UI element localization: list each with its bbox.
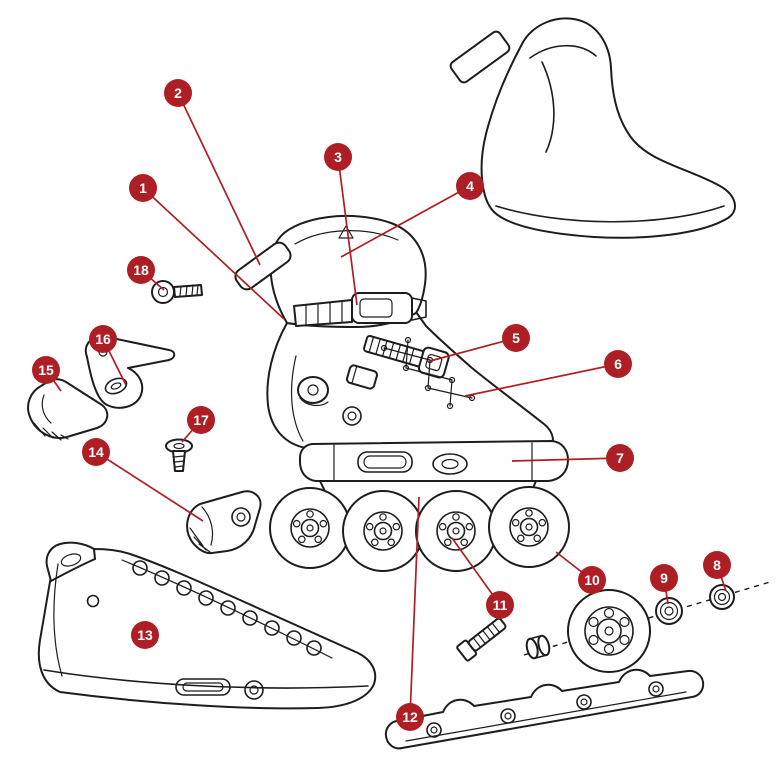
callout-badge-13: 13 — [131, 621, 159, 649]
callout-badge-18: 18 — [127, 256, 155, 284]
bearing-end-figure — [709, 584, 735, 610]
callout-line-14 — [95, 451, 204, 522]
callout-line-4 — [340, 185, 471, 258]
liner-figure — [449, 17, 736, 239]
brake-pad-figure — [27, 378, 109, 441]
callout-line-12 — [409, 496, 420, 718]
callout-badge-10: 10 — [578, 566, 606, 594]
laces — [380, 336, 476, 410]
callout-badge-1: 1 — [129, 174, 157, 202]
flathead-screw-figure — [151, 280, 203, 304]
callout-badge-3: 3 — [324, 143, 352, 171]
skate-figure — [234, 214, 570, 572]
liner-pull-strap — [449, 30, 511, 84]
brake-mount-figure — [186, 490, 262, 555]
exploded-wheel — [567, 589, 651, 673]
callout-line-3 — [337, 156, 358, 306]
callout-line-5 — [429, 337, 517, 362]
callout-badge-8: 8 — [703, 551, 731, 579]
axle-bolt-figure — [456, 617, 507, 662]
bearing-spacer — [525, 634, 551, 660]
callout-badge-6: 6 — [604, 350, 632, 378]
cuff-buckle — [293, 292, 427, 327]
ratchet-receiver — [346, 364, 378, 390]
callout-line-2 — [177, 92, 261, 266]
callout-badge-5: 5 — [502, 324, 530, 352]
callout-line-6 — [464, 363, 619, 397]
countersunk-screw-figure — [165, 438, 193, 472]
callout-badge-16: 16 — [89, 325, 117, 353]
callout-badge-9: 9 — [650, 564, 678, 592]
callout-line-7 — [511, 457, 621, 462]
callout-badge-7: 7 — [606, 444, 634, 472]
boot-shell-figure — [37, 541, 377, 710]
callout-badge-17: 17 — [187, 406, 215, 434]
callout-line-1 — [142, 187, 285, 320]
callout-badge-15: 15 — [32, 356, 60, 384]
callout-badge-4: 4 — [456, 172, 484, 200]
wheel-exploded-figure — [523, 581, 771, 673]
frame-rail-figure — [384, 668, 705, 750]
callout-badge-11: 11 — [486, 591, 514, 619]
bearing-figure — [655, 597, 683, 625]
callout-badge-2: 2 — [164, 79, 192, 107]
callout-badge-14: 14 — [82, 438, 110, 466]
callout-badge-12: 12 — [396, 703, 424, 731]
cuff-pivot — [297, 376, 362, 426]
